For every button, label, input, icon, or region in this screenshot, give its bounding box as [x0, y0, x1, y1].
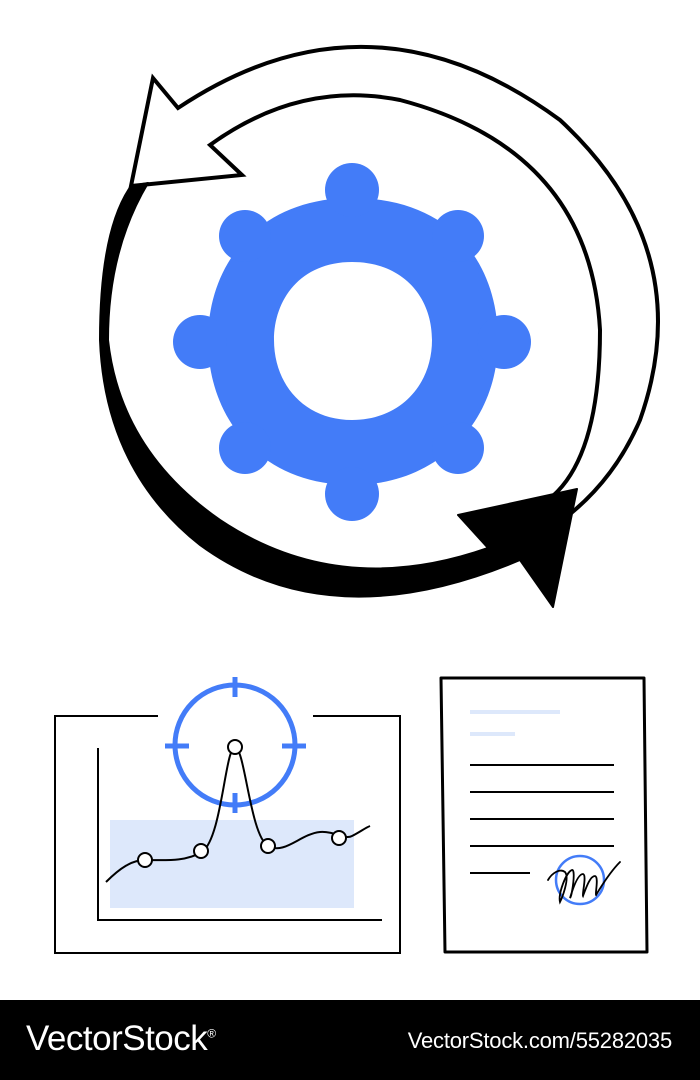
- black-arrow: [99, 182, 578, 608]
- brand-trademark: ®: [207, 1026, 216, 1041]
- brand-name: VectorStock®: [26, 1019, 216, 1059]
- line-chart-icon: [105, 739, 371, 883]
- chart-axes: [97, 748, 382, 921]
- brand-text: VectorStock: [26, 1019, 208, 1058]
- watermark-footer: VectorStock® VectorStock.com/55282035: [0, 1000, 700, 1080]
- chart-panel: [54, 677, 401, 954]
- document-sheet: [439, 676, 649, 954]
- gear-tooth-top-right: [432, 210, 484, 262]
- gear-icon: [173, 163, 531, 521]
- document-icon: [439, 676, 649, 954]
- gear-shape: [208, 198, 498, 485]
- signature-icon: [547, 854, 621, 906]
- gear-tooth-top-left: [219, 210, 271, 262]
- gear-tooth-right: [477, 315, 531, 369]
- gear-tooth-top: [325, 163, 379, 217]
- target-icon: [165, 677, 306, 813]
- chart-frame: [54, 715, 401, 954]
- chart-point: [227, 739, 243, 755]
- stock-id: VectorStock.com/55282035: [407, 1028, 672, 1053]
- chart-point: [193, 843, 209, 859]
- gear-tooth-bottom-left: [219, 422, 271, 474]
- signature-scribble: [547, 861, 621, 905]
- gear-tooth-left: [173, 315, 227, 369]
- chart-point: [331, 830, 347, 846]
- refresh-arrows-icon: [99, 44, 660, 608]
- gear-tooth-bottom: [325, 467, 379, 521]
- signature-stamp: [554, 854, 606, 906]
- gear-tooth-bottom-right: [432, 422, 484, 474]
- chart-point: [260, 838, 276, 854]
- illustration: [54, 44, 660, 954]
- chart-point: [137, 852, 153, 868]
